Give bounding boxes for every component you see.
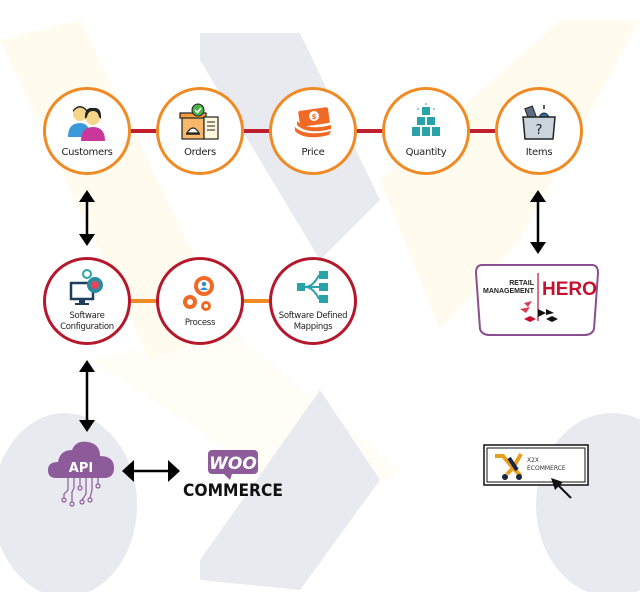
bg-cream-band-right <box>380 20 640 330</box>
woo-text: WOO <box>209 454 257 474</box>
node-label: Process <box>184 317 216 328</box>
node-software-configuration[interactable]: Software Configuration <box>43 257 131 345</box>
node-label: Price <box>301 147 325 158</box>
process-gears-icon <box>183 275 214 311</box>
svg-text:$: $ <box>312 113 317 121</box>
software-config-icon <box>69 269 103 305</box>
woocommerce-logo[interactable]: WOO COMMERCE <box>180 448 286 500</box>
retail-management-hero-logo[interactable]: RETAIL MANAGEMENT HERO <box>474 263 600 337</box>
node-quantity[interactable]: Quantity <box>382 87 470 175</box>
quantity-boxes-icon <box>412 103 440 136</box>
node-label: Customers <box>61 147 113 158</box>
node-label: Quantity <box>405 147 447 158</box>
cursor-arrow-icon <box>551 478 572 499</box>
node-orders[interactable]: Orders <box>156 87 244 175</box>
api-cloud-logo[interactable]: API <box>46 438 118 510</box>
bidirectional-arrow-config-api <box>79 360 95 432</box>
ecommerce-text: ECOMMERCE <box>527 465 566 472</box>
node-label-line1: Software Defined <box>278 311 348 321</box>
price-money-icon: $ <box>295 107 331 138</box>
x2x-ecommerce-logo[interactable]: X2X ECOMMERCE <box>483 444 591 500</box>
bg-gray-circle-right <box>536 413 640 592</box>
x2x-text: X2X <box>527 457 539 464</box>
bidirectional-arrow-api-woocommerce <box>122 460 180 482</box>
connector-price-quantity <box>356 129 384 133</box>
api-label: API <box>69 461 93 476</box>
retail-text: RETAIL <box>509 280 534 287</box>
svg-text:?: ? <box>536 123 543 138</box>
node-software-defined-mappings[interactable]: Software Defined Mappings <box>269 257 357 345</box>
node-label: Orders <box>184 147 216 158</box>
customers-icon <box>68 106 105 141</box>
node-label-line2: Configuration <box>60 322 114 332</box>
orders-icon <box>179 103 219 140</box>
node-process[interactable]: Process <box>156 257 244 345</box>
connector-quantity-items <box>470 129 498 133</box>
connector-customers-orders <box>130 129 158 133</box>
bidirectional-arrow-customers-config <box>79 190 95 246</box>
node-items[interactable]: ? Items <box>495 87 583 175</box>
management-text: MANAGEMENT <box>483 288 535 295</box>
mappings-tree-icon <box>297 271 328 303</box>
hero-text: HERO <box>542 279 597 300</box>
bidirectional-arrow-items-retailhero <box>530 190 546 254</box>
node-label-line2: Mappings <box>293 322 333 332</box>
items-basket-icon: ? <box>522 105 556 140</box>
connector-orders-price <box>244 129 272 133</box>
bg-gray-v-lower <box>200 390 380 590</box>
node-price[interactable]: $ Price <box>269 87 357 175</box>
connector-process-mappings <box>244 299 272 303</box>
node-label-line1: Software <box>69 311 105 321</box>
commerce-text: COMMERCE <box>183 481 283 500</box>
node-customers[interactable]: Customers <box>43 87 131 175</box>
connector-config-process <box>130 299 158 303</box>
node-label: Items <box>525 147 553 158</box>
